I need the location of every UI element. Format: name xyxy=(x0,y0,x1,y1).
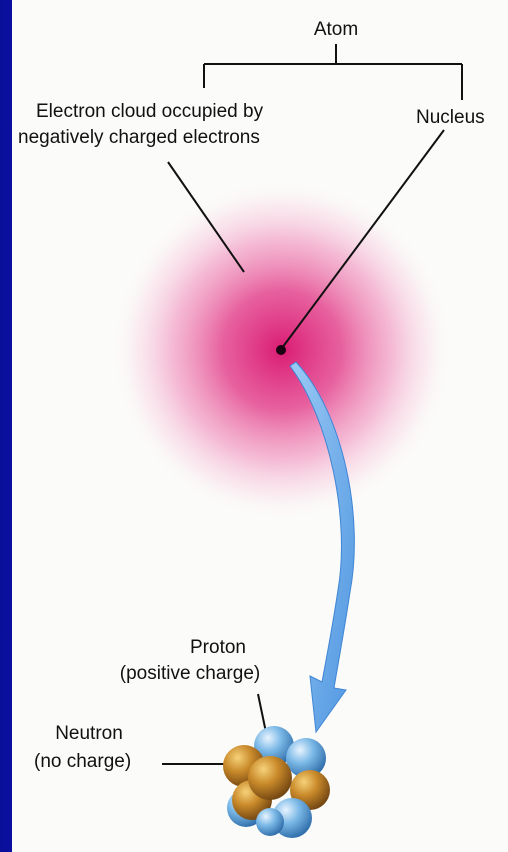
proton-label-line1: Proton xyxy=(118,636,318,660)
proton-label-line2: (positive charge) xyxy=(90,662,290,686)
atom-label: Atom xyxy=(296,18,376,42)
neutron-label-line1: Neutron xyxy=(34,722,144,746)
nucleus-dot xyxy=(276,345,286,355)
electron-cloud-label-line1: Electron cloud occupied by xyxy=(36,100,263,124)
electron-cloud-label-line2: negatively charged electrons xyxy=(18,126,260,150)
atom-bracket xyxy=(204,44,462,100)
neutron xyxy=(248,756,292,800)
nucleus-label: Nucleus xyxy=(416,106,485,130)
nucleus-cluster xyxy=(223,726,330,838)
neutron-label-line2: (no charge) xyxy=(34,750,131,774)
proton xyxy=(256,808,284,836)
